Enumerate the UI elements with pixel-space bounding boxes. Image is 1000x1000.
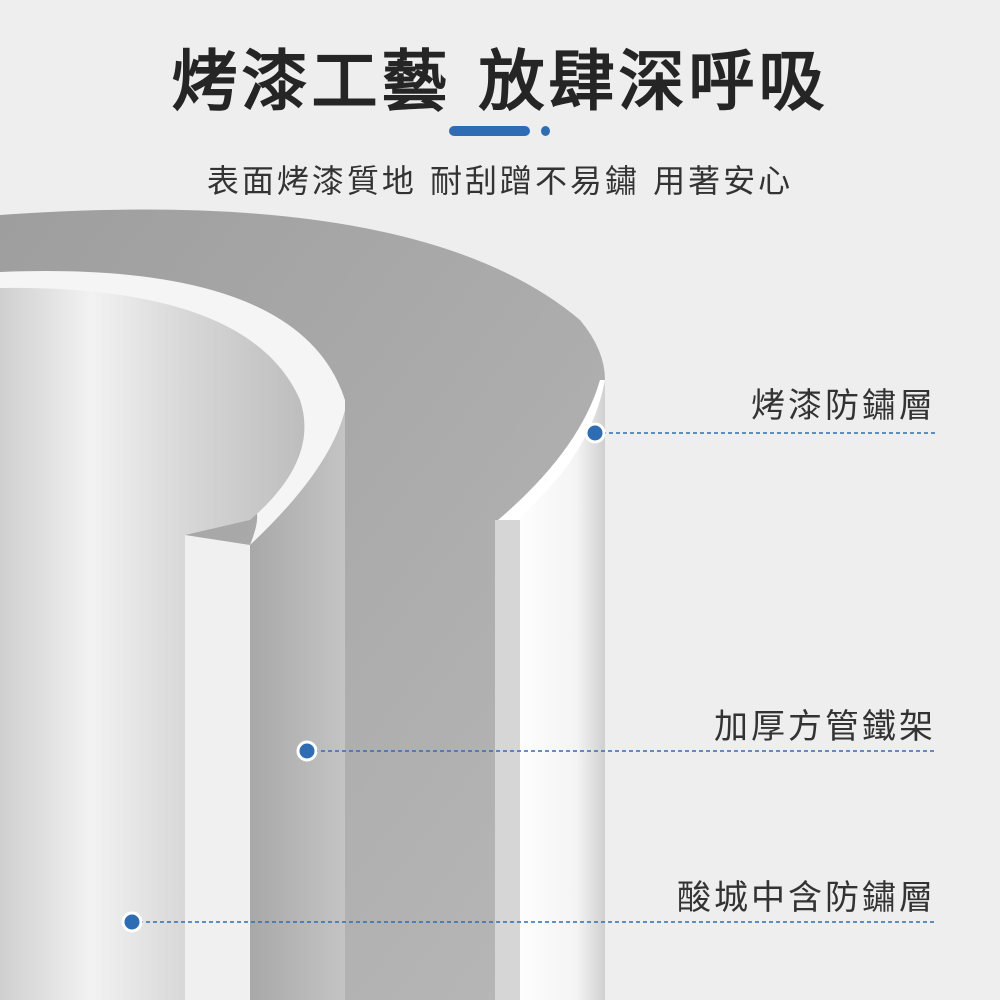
inner-wall-face — [185, 535, 250, 1000]
square-tube-wall — [250, 410, 345, 1000]
callout-label-coating: 烤漆防鏽層 — [751, 386, 936, 426]
inner-cavity — [0, 287, 305, 1000]
headline: 烤漆工藝 放肆深呼吸 — [171, 43, 829, 120]
callout-line-1 — [584, 422, 935, 444]
outer-coating-face — [510, 380, 605, 1000]
subheadline: 表面烤漆質地 耐刮蹭不易鏽 用著安心 — [206, 162, 794, 200]
callout-label-inner-layer: 酸城中含防鏽層 — [677, 878, 936, 918]
callout-line-3 — [121, 911, 935, 933]
accent-bar — [449, 126, 530, 136]
accent-dot — [541, 126, 550, 136]
callout-line-2 — [296, 740, 935, 762]
textured-core-strip — [495, 520, 520, 1000]
callout-label-frame: 加厚方管鐵架 — [714, 707, 936, 747]
